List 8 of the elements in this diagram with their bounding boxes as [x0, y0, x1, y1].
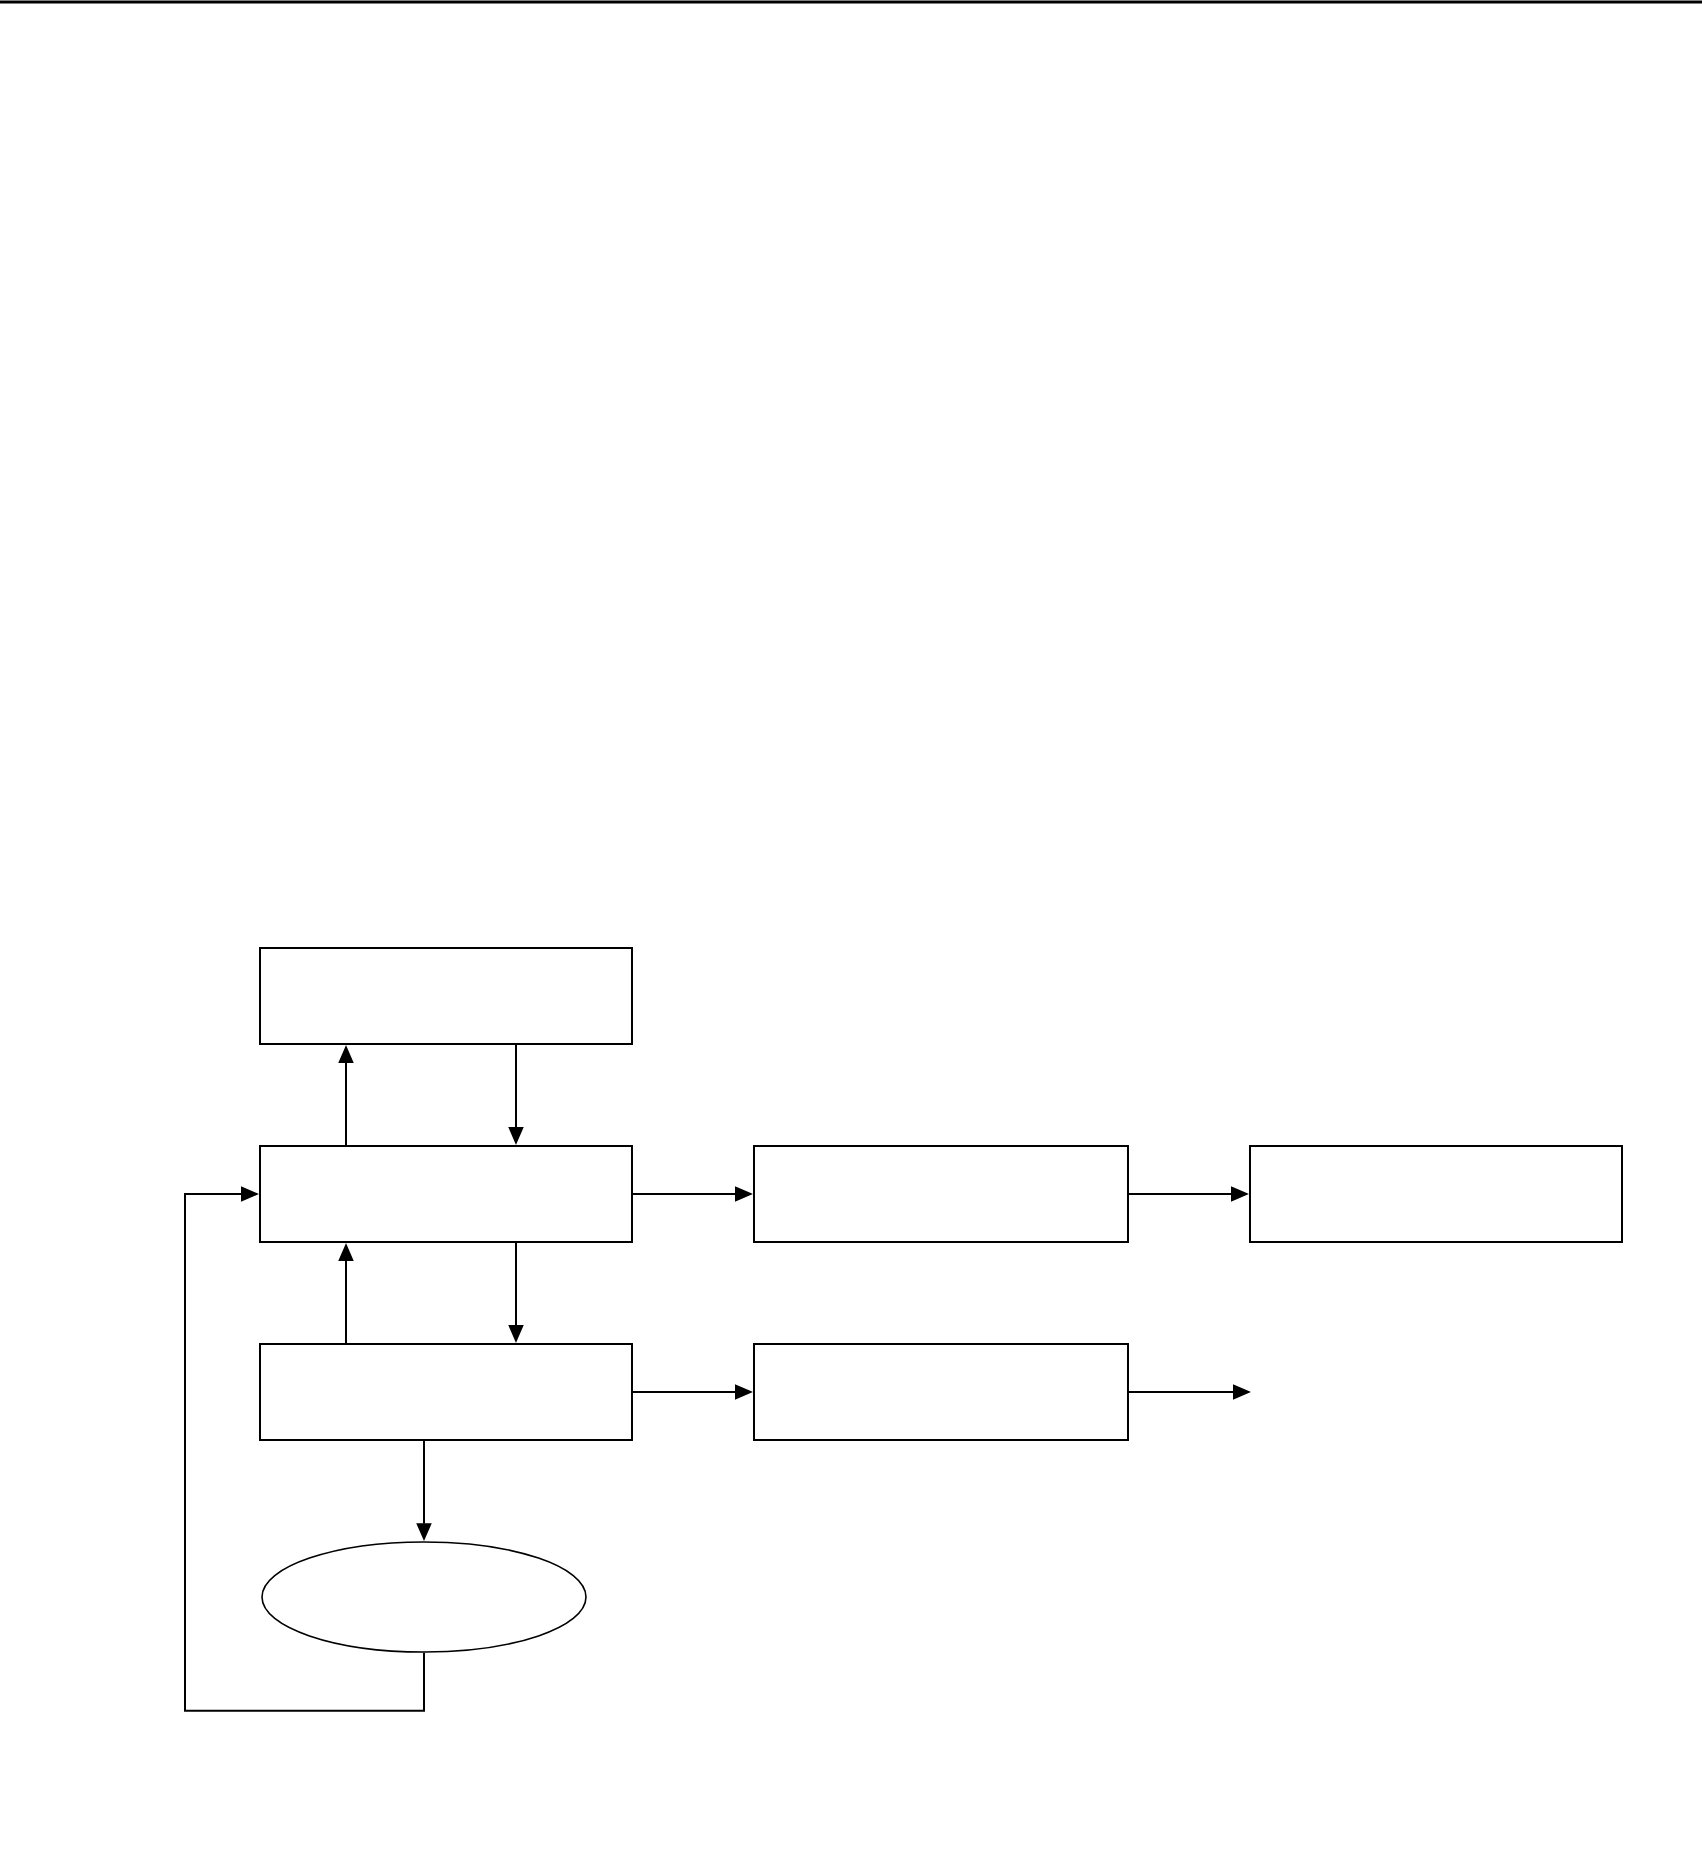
oval-shape — [261, 1541, 587, 1653]
arrow — [184, 1186, 425, 1712]
process-box — [259, 1145, 633, 1243]
process-box — [753, 1145, 1129, 1243]
process-box — [753, 1343, 1129, 1441]
process-box — [1249, 1145, 1623, 1243]
process-box — [259, 1343, 633, 1441]
process-box — [259, 947, 633, 1045]
